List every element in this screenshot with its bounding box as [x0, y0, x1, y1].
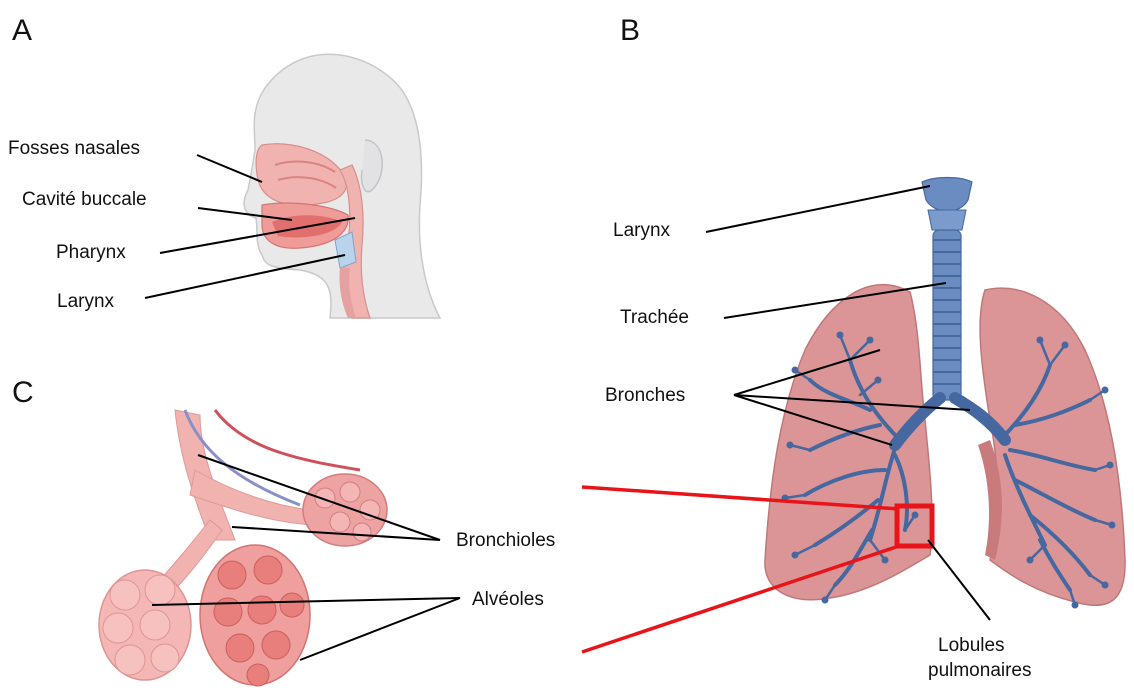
head-illustration: [244, 54, 440, 318]
zoom-line-bottom: [582, 546, 899, 652]
panel-label-b: B: [620, 16, 640, 46]
panel-label-c: C: [12, 378, 34, 408]
label-larynx-head: Larynx: [57, 291, 114, 313]
label-alveoles: Alvéoles: [472, 589, 544, 611]
panel-label-a: A: [12, 16, 32, 46]
trachea: [933, 230, 961, 400]
leader-larynx-lungs: [706, 186, 930, 232]
label-lobules-line1: Lobules: [938, 635, 1005, 657]
label-trachee: Trachée: [620, 307, 689, 329]
label-bronchioles: Bronchioles: [456, 530, 555, 552]
blood-vessel-red: [215, 410, 360, 470]
label-lobules-line2: pulmonaires: [928, 660, 1032, 682]
label-larynx-lungs: Larynx: [613, 220, 670, 242]
lungs-illustration: [765, 178, 1125, 609]
alveolar-sac-cross-section: [200, 545, 310, 686]
alveolar-sac-left: [99, 570, 191, 680]
alveoli-illustration: [99, 410, 387, 686]
left-lung: [980, 288, 1125, 605]
leader-lobules: [928, 540, 990, 620]
label-bronches: Bronches: [605, 385, 685, 407]
label-fosses-nasales: Fosses nasales: [8, 138, 140, 160]
leader-larynx-head: [145, 255, 345, 298]
leader-alveoles-2: [300, 598, 460, 660]
label-pharynx: Pharynx: [56, 242, 126, 264]
label-cavite-buccale: Cavité buccale: [22, 189, 147, 211]
